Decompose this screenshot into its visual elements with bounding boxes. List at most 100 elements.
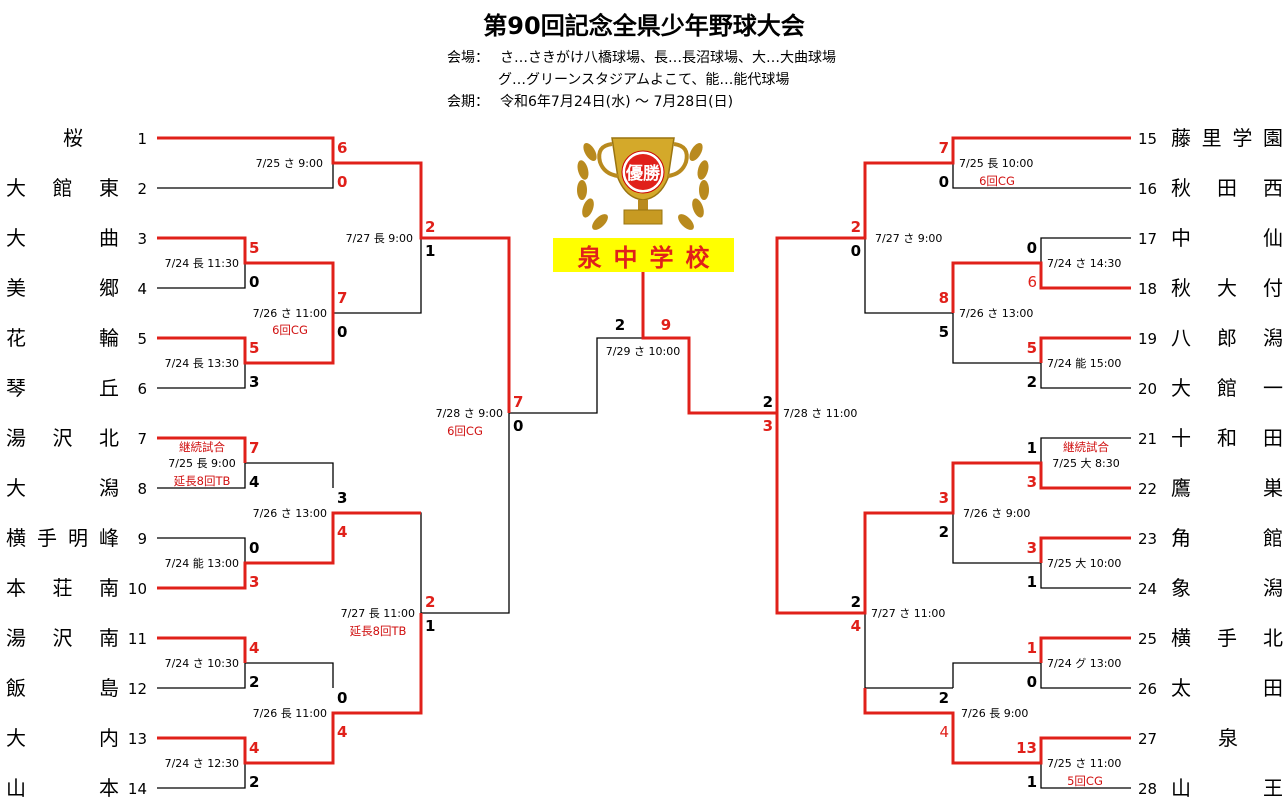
team-seed: 13 bbox=[128, 730, 147, 748]
team-seed: 23 bbox=[1138, 530, 1157, 548]
team-name: 大曲 bbox=[6, 226, 119, 250]
match-score: 1 bbox=[1027, 773, 1037, 791]
match-score: 6 bbox=[337, 139, 347, 157]
team-seed: 18 bbox=[1138, 280, 1157, 298]
team-seed: 26 bbox=[1138, 680, 1157, 698]
team-name: 太田 bbox=[1171, 676, 1283, 700]
left-teams: 桜 1 大館東 2 大曲 3 美郷 4 花輪 5 琴丘 6 湯沢北 7 大潟 8… bbox=[6, 126, 147, 800]
match-info: 7/26 さ 9:00 bbox=[963, 507, 1030, 520]
match-score: 0 bbox=[249, 273, 259, 291]
team-seed: 5 bbox=[137, 330, 147, 348]
match-score: 2 bbox=[1027, 373, 1037, 391]
team-seed: 6 bbox=[137, 380, 147, 398]
team-name: 横手北 bbox=[1171, 626, 1283, 650]
match-score: 2 bbox=[851, 593, 861, 611]
venue-line-2: グ…グリーンスタジアムよこて、能…能代球場 bbox=[498, 72, 790, 88]
team-seed: 21 bbox=[1138, 430, 1157, 448]
team-name: 横手明峰 bbox=[6, 526, 119, 550]
trophy-icon bbox=[577, 137, 709, 230]
venue-line-1: さ…さきがけ八橋球場、長…長沼球場、大…大曲球場 bbox=[500, 50, 836, 66]
match-score: 2 bbox=[249, 673, 259, 691]
match-info: 7/25 さ 9:00 bbox=[256, 157, 323, 170]
match-info: 7/24 さ 14:30 bbox=[1047, 257, 1121, 270]
match-note: 延長8回TB bbox=[174, 474, 231, 488]
match-note: 6回CG bbox=[979, 174, 1015, 188]
match-score: 3 bbox=[763, 417, 773, 435]
team-name: 山王 bbox=[1171, 776, 1283, 800]
match-score: 0 bbox=[939, 173, 949, 191]
match-score: 2 bbox=[249, 773, 259, 791]
match-score: 1 bbox=[1027, 439, 1037, 457]
match-score: 5 bbox=[249, 239, 259, 257]
match-score: 5 bbox=[249, 339, 259, 357]
team-seed: 1 bbox=[137, 130, 147, 148]
match-score: 0 bbox=[337, 173, 347, 191]
match-info: 7/25 長 10:00 bbox=[959, 157, 1033, 170]
match-score: 2 bbox=[939, 689, 949, 707]
match-score: 2 bbox=[851, 218, 861, 236]
team-name: 秋大付 bbox=[1171, 276, 1283, 300]
team-name: 十和田 bbox=[1171, 426, 1283, 450]
match-score: 0 bbox=[1027, 673, 1037, 691]
match-score: 4 bbox=[939, 723, 949, 741]
match-score: 7 bbox=[513, 393, 523, 411]
match-score: 7 bbox=[939, 139, 949, 157]
team-seed: 7 bbox=[137, 430, 147, 448]
team-name: 鷹巣 bbox=[1171, 476, 1283, 500]
match-score: 4 bbox=[851, 617, 861, 635]
match-info: 7/28 さ 11:00 bbox=[783, 407, 857, 420]
match-score: 4 bbox=[337, 523, 347, 541]
match-score: 7 bbox=[337, 289, 347, 307]
match-score: 7 bbox=[249, 439, 259, 457]
match-score: 9 bbox=[661, 316, 671, 334]
team-seed: 22 bbox=[1138, 480, 1157, 498]
team-seed: 4 bbox=[137, 280, 147, 298]
team-seed: 17 bbox=[1138, 230, 1157, 248]
team-seed: 24 bbox=[1138, 580, 1157, 598]
match-score: 0 bbox=[249, 539, 259, 557]
page-header: 第90回記念全県少年野球大会 会場： さ…さきがけ八橋球場、長…長沼球場、大…大… bbox=[0, 0, 1288, 112]
right-match-info: 7/25 長 10:00 6回CG 7 0 7/24 さ 14:30 0 6 7… bbox=[763, 139, 1122, 791]
team-seed: 25 bbox=[1138, 630, 1157, 648]
champion-name: 泉中学校 bbox=[577, 243, 722, 272]
period-label: 会期： bbox=[447, 94, 489, 110]
match-score: 2 bbox=[425, 593, 435, 611]
match-score: 2 bbox=[939, 523, 949, 541]
team-name: 飯島 bbox=[6, 676, 119, 700]
venue-label: 会場： bbox=[447, 50, 489, 66]
match-info: 7/25 大 8:30 bbox=[1052, 456, 1119, 470]
match-note: 継続試合 bbox=[1063, 440, 1109, 454]
team-name: 藤里学園 bbox=[1171, 126, 1283, 150]
match-info: 7/26 長 11:00 bbox=[253, 707, 327, 720]
page-title: 第90回記念全県少年野球大会 bbox=[483, 12, 805, 40]
match-note: 5回CG bbox=[1067, 774, 1103, 788]
match-score: 0 bbox=[337, 689, 347, 707]
match-info: 7/24 さ 10:30 bbox=[165, 657, 239, 670]
trophy-label: 優勝 bbox=[625, 163, 661, 184]
match-info: 7/26 さ 13:00 bbox=[253, 507, 327, 520]
team-seed: 19 bbox=[1138, 330, 1157, 348]
match-score: 13 bbox=[1016, 739, 1037, 757]
team-name: 花輪 bbox=[6, 326, 119, 350]
team-seed: 14 bbox=[128, 780, 147, 798]
match-info: 7/26 長 9:00 bbox=[961, 707, 1028, 720]
match-info: 7/26 さ 13:00 bbox=[959, 307, 1033, 320]
match-score: 4 bbox=[249, 739, 259, 757]
match-score: 2 bbox=[763, 393, 773, 411]
match-info: 7/27 さ 9:00 bbox=[875, 232, 942, 245]
match-note: 継続試合 bbox=[179, 440, 225, 454]
team-name: 大潟 bbox=[6, 476, 119, 500]
match-info: 7/24 さ 12:30 bbox=[165, 757, 239, 770]
team-seed: 2 bbox=[137, 180, 147, 198]
team-name: 美郷 bbox=[6, 276, 119, 300]
match-score: 0 bbox=[513, 417, 523, 435]
match-score: 2 bbox=[425, 218, 435, 236]
period-text: 令和6年7月24日(水) ～ 7月28日(日) bbox=[500, 94, 734, 110]
team-name: 中仙 bbox=[1171, 226, 1283, 250]
team-name: 角館 bbox=[1171, 526, 1283, 550]
champion-box: 泉中学校 bbox=[553, 238, 734, 272]
match-score: 0 bbox=[1027, 239, 1037, 257]
match-score: 3 bbox=[939, 489, 949, 507]
team-name: 大館東 bbox=[6, 176, 119, 200]
match-score: 4 bbox=[249, 473, 259, 491]
